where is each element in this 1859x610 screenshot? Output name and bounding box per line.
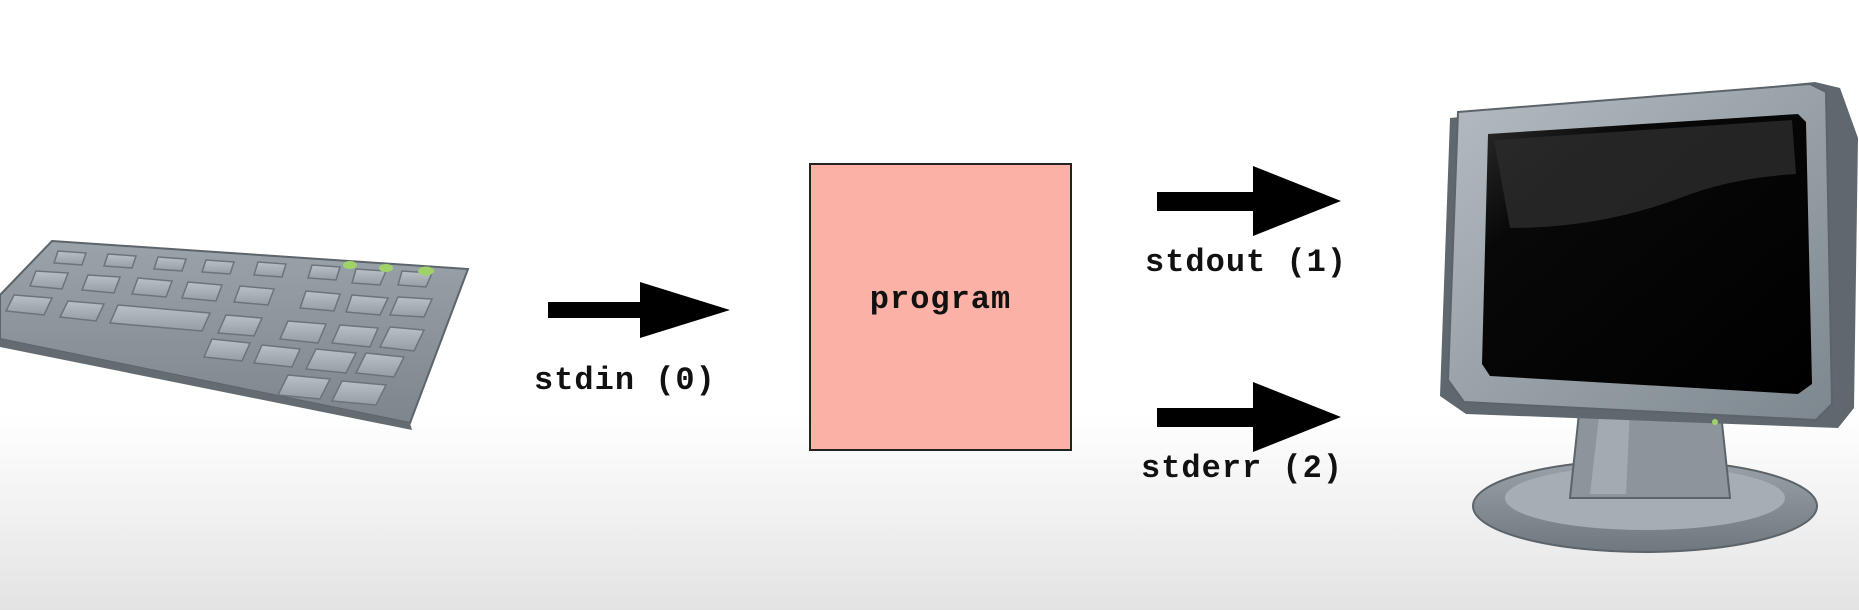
led-lights [343, 261, 434, 276]
program-label: program [869, 280, 1012, 318]
stdin-label: stdin (0) [534, 362, 716, 399]
stdout-label: stdout (1) [1145, 244, 1348, 281]
keyboard-icon [0, 239, 470, 430]
monitor-icon [1440, 82, 1858, 553]
stdout-arrow-icon [1157, 166, 1341, 236]
stdin-arrow-icon [548, 282, 730, 338]
stderr-arrow-icon [1157, 382, 1341, 452]
stderr-label: stderr (2) [1141, 450, 1344, 487]
program-box: program [809, 163, 1072, 451]
